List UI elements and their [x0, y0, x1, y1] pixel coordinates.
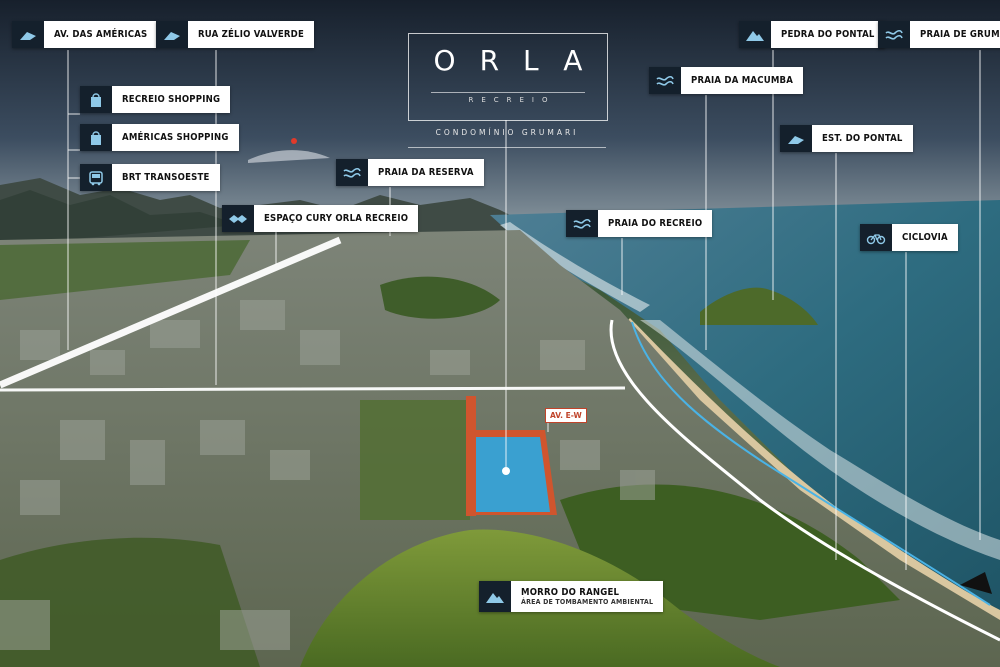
tag-espaco-cury[interactable]: ESPAÇO CURY ORLA RECREIO — [222, 205, 419, 232]
condo-name: CONDOMÍNIO GRUMARI — [435, 128, 579, 137]
tag-label: PRAIA DO RECREIO — [608, 218, 703, 229]
title-main: ORLA — [433, 44, 607, 77]
tag-label: RUA ZÉLIO VALVERDE — [198, 29, 305, 40]
tag-ciclovia[interactable]: CICLOVIA — [860, 224, 958, 251]
plot-center-dot — [502, 467, 510, 475]
tag-label: AMÉRICAS SHOPPING — [122, 132, 229, 143]
tag-label: RECREIO SHOPPING — [122, 94, 221, 105]
road-icon — [780, 125, 812, 152]
route-line — [609, 319, 1000, 642]
tag-label: PEDRA DO PONTAL — [781, 29, 875, 40]
tag-americas-shopping[interactable]: AMÉRICAS SHOPPING — [80, 124, 239, 151]
handshake-icon — [222, 205, 254, 232]
tag-rua-zelio[interactable]: RUA ZÉLIO VALVERDE — [156, 21, 315, 48]
tag-label: EST. DO PONTAL — [822, 133, 903, 144]
road-icon — [156, 21, 188, 48]
tag-est-pontal[interactable]: EST. DO PONTAL — [780, 125, 913, 152]
tag-label: CICLOVIA — [902, 232, 948, 243]
tag-morro-rangel[interactable]: MORRO DO RANGEL ÁREA DE TOMBAMENTO AMBIE… — [479, 581, 664, 612]
direction-arrow — [960, 572, 992, 594]
wave-icon — [336, 159, 368, 186]
bus-icon — [80, 164, 112, 191]
tag-praia-recreio[interactable]: PRAIA DO RECREIO — [566, 210, 713, 237]
tag-label: AV. DAS AMÉRICAS — [54, 29, 148, 40]
title-box: ORLA RECREIO — [408, 33, 608, 121]
bicycle-icon — [860, 224, 892, 251]
plot-border-left — [466, 396, 476, 516]
tag-label: PRAIA DE GRUMARI — [920, 29, 1000, 40]
tag-label: ESPAÇO CURY ORLA RECREIO — [264, 213, 409, 224]
wave-icon — [649, 67, 681, 94]
road-icon — [12, 21, 44, 48]
title-sub: RECREIO — [468, 96, 556, 104]
tag-av-americas[interactable]: AV. DAS AMÉRICAS — [12, 21, 158, 48]
tag-label: MORRO DO RANGEL — [521, 587, 620, 598]
tag-pedra-pontal[interactable]: PEDRA DO PONTAL — [739, 21, 885, 48]
av-americas-road — [0, 236, 342, 389]
mountain-icon — [739, 21, 771, 48]
tag-label: PRAIA DA MACUMBA — [691, 75, 794, 86]
tag-praia-grumari[interactable]: PRAIA DE GRUMARI — [878, 21, 1000, 48]
tag-recreio-shopping[interactable]: RECREIO SHOPPING — [80, 86, 231, 113]
mountain-icon — [479, 581, 511, 612]
bike-path — [631, 321, 991, 606]
tag-praia-macumba[interactable]: PRAIA DA MACUMBA — [649, 67, 804, 94]
road-line — [0, 386, 626, 392]
tag-label: PRAIA DA RESERVA — [378, 167, 474, 178]
tag-praia-reserva[interactable]: PRAIA DA RESERVA — [336, 159, 484, 186]
shopping-bag-icon — [80, 124, 112, 151]
tag-sublabel: ÁREA DE TOMBAMENTO AMBIENTAL — [521, 598, 654, 606]
wave-icon — [566, 210, 598, 237]
street-label: AV. E-W — [545, 408, 587, 423]
plot-area — [476, 437, 550, 512]
wave-icon — [878, 21, 910, 48]
tag-label: BRT TRANSOESTE — [122, 172, 210, 183]
tag-brt[interactable]: BRT TRANSOESTE — [80, 164, 220, 191]
shopping-bag-icon — [80, 86, 112, 113]
